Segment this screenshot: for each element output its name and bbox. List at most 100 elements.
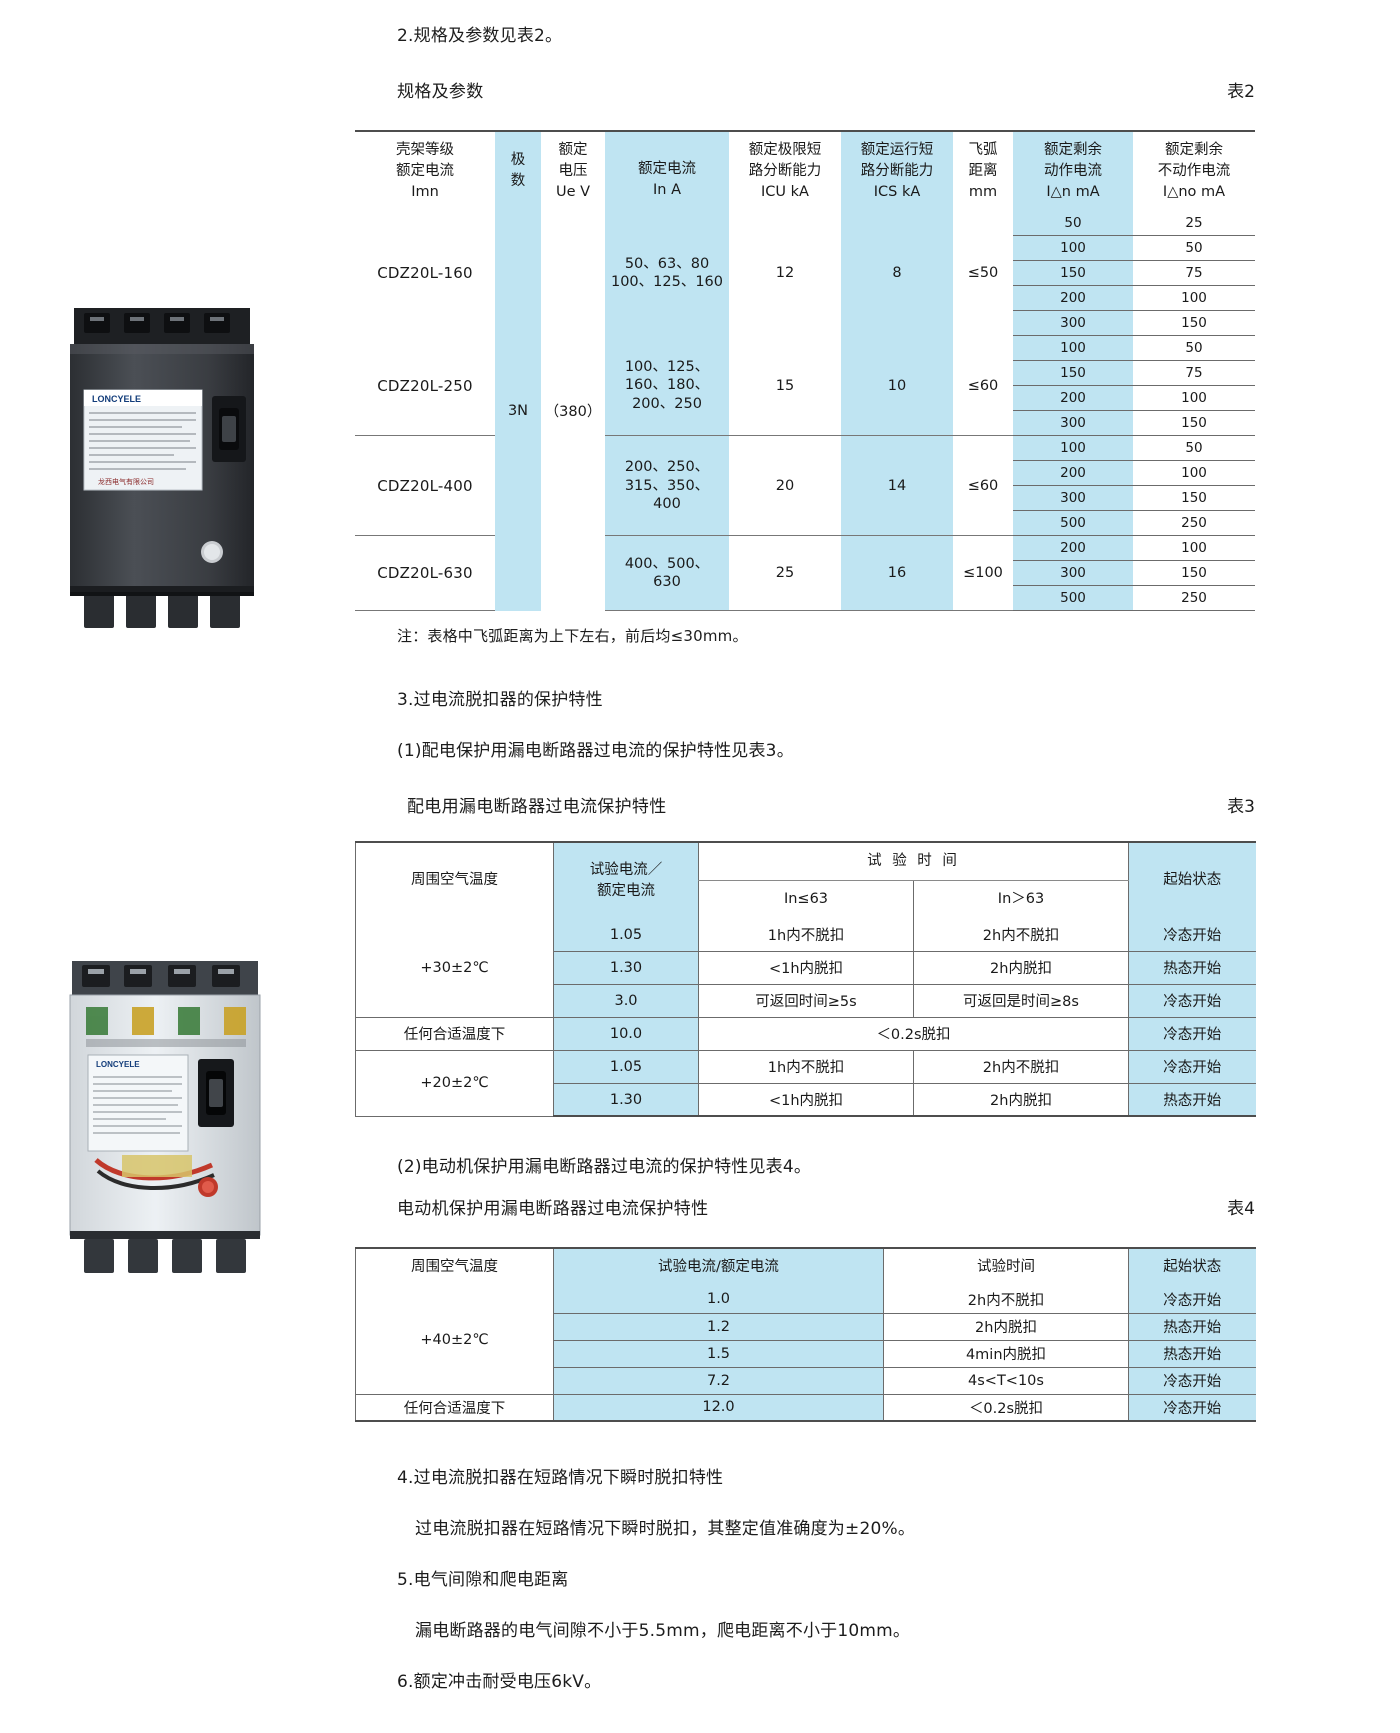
cell-rated-current: 100、125、160、180、200、250 bbox=[605, 335, 729, 437]
cell-residual-operating: 150 bbox=[1013, 360, 1133, 387]
cell-current-ratio: 1.0 bbox=[553, 1286, 884, 1314]
cell-arc-distance: ≤60 bbox=[953, 435, 1013, 537]
cell-residual-non-operating: 100 bbox=[1133, 460, 1255, 487]
cell-residual-non-operating: 250 bbox=[1133, 510, 1255, 537]
distribution-protection-table: 周围空气温度 试验电流／ 额定电流 试 验 时 间 起始状态 In≤63 In＞… bbox=[355, 841, 1256, 1118]
th4-start: 起始状态 bbox=[1128, 1248, 1256, 1287]
cell-icu: 25 bbox=[729, 535, 841, 612]
cell-current-ratio: 10.0 bbox=[553, 1017, 699, 1051]
cell-residual-operating: 200 bbox=[1013, 460, 1133, 487]
th-ics: 额定运行短 路分断能力 ICS kA bbox=[841, 130, 953, 211]
th-residual-non-operating: 额定剩余 不动作电流 I△no mA bbox=[1157, 141, 1231, 200]
cell-trip-time: 4min内脱扣 bbox=[883, 1340, 1129, 1368]
product-photo-cdz20l-molded-case: LONCYELE 龙西电气有限公司 bbox=[70, 308, 254, 628]
cell-trip-time-le63: 1h内不脱扣 bbox=[698, 1050, 914, 1084]
cell-current-ratio: 1.30 bbox=[553, 951, 699, 985]
cell-residual-non-operating: 50 bbox=[1133, 235, 1255, 262]
th-poles: 极 数 bbox=[495, 130, 541, 211]
cell-residual-operating: 500 bbox=[1013, 585, 1133, 612]
cell-residual-operating: 200 bbox=[1013, 385, 1133, 412]
cell-initial-state: 热态开始 bbox=[1128, 1340, 1256, 1368]
cell-residual-non-operating: 50 bbox=[1133, 335, 1255, 362]
table2-caption: 规格及参数 bbox=[397, 81, 484, 102]
cell-temperature: +40±2℃ bbox=[355, 1286, 554, 1395]
cell-temperature: 任何合适温度下 bbox=[355, 1394, 554, 1423]
cell-residual-non-operating: 75 bbox=[1133, 360, 1255, 387]
cell-temperature: 任何合适温度下 bbox=[355, 1017, 554, 1051]
cell-initial-state: 冷态开始 bbox=[1128, 1286, 1256, 1314]
cell-residual-operating: 150 bbox=[1013, 260, 1133, 287]
cell-residual-non-operating: 75 bbox=[1133, 260, 1255, 287]
cell-ics: 8 bbox=[841, 210, 953, 336]
photo-brand-label-2: LONCYELE bbox=[96, 1060, 140, 1069]
section3-line2: (1)配电保护用漏电断路器过电流的保护特性见表3。 bbox=[397, 741, 794, 762]
footer-line-3: 5.电气间隙和爬电距离 bbox=[397, 1569, 569, 1590]
table4-caption: 电动机保护用漏电断路器过电流保护特性 bbox=[397, 1199, 709, 1220]
cell-initial-state: 冷态开始 bbox=[1128, 918, 1256, 952]
cell-residual-non-operating: 150 bbox=[1133, 310, 1255, 337]
cell-residual-non-operating: 150 bbox=[1133, 560, 1255, 587]
cell-model: CDZ20L-160 bbox=[377, 264, 473, 283]
cell-arc-distance: ≤50 bbox=[967, 265, 999, 282]
cell-current-ratio: 3.0 bbox=[553, 984, 699, 1018]
cell-poles: 3N bbox=[495, 210, 541, 611]
cell-trip-time-gt63: 可返回是时间≥8s bbox=[912, 984, 1129, 1018]
cell-trip-time-le63: 1h内不脱扣 bbox=[698, 918, 914, 952]
cell-residual-operating: 300 bbox=[1013, 485, 1133, 512]
cell-residual-operating: 500 bbox=[1013, 510, 1133, 537]
th4-time: 试验时间 bbox=[883, 1248, 1129, 1287]
th-voltage: 额定 电压 Ue V bbox=[555, 141, 591, 200]
th-rated-current: 额定电流 In A bbox=[605, 130, 729, 211]
cell-model: CDZ20L-630 bbox=[355, 535, 495, 612]
cell-trip-time-merged: ＜0.2s脱扣 bbox=[697, 1017, 1129, 1051]
table4-caption-row: 电动机保护用漏电断路器过电流保护特性 表4 bbox=[355, 1194, 1255, 1219]
th-frame-rating: 壳架等级 额定电流 Imn bbox=[396, 141, 454, 200]
cell-residual-non-operating: 150 bbox=[1133, 410, 1255, 437]
th3-time-le: In≤63 bbox=[698, 880, 914, 919]
th4-temp: 周围空气温度 bbox=[355, 1248, 554, 1287]
cell-initial-state: 热态开始 bbox=[1128, 1083, 1256, 1118]
footer-line-1: 4.过电流脱扣器在短路情况下瞬时脱扣特性 bbox=[397, 1468, 724, 1489]
cell-rated-current: 400、500、630 bbox=[605, 535, 729, 612]
cell-initial-state: 热态开始 bbox=[1128, 1313, 1256, 1341]
cell-current-ratio: 7.2 bbox=[553, 1367, 884, 1395]
cell-arc-distance: ≤100 bbox=[953, 535, 1013, 612]
cell-current-ratio: 1.05 bbox=[553, 918, 699, 952]
th3-ratio: 试验电流／ 额定电流 bbox=[553, 842, 699, 919]
th-residual-operating: 额定剩余 动作电流 I△n mA bbox=[1013, 130, 1133, 211]
product-photo-cdz20l-transparent-cover: LONCYELE bbox=[69, 961, 261, 1273]
cell-initial-state: 冷态开始 bbox=[1128, 1367, 1256, 1395]
cell-residual-non-operating: 25 bbox=[1133, 210, 1255, 237]
section4-line1: (2)电动机保护用漏电断路器过电流的保护特性见表4。 bbox=[397, 1157, 812, 1178]
cell-initial-state: 冷态开始 bbox=[1128, 984, 1256, 1018]
cell-trip-time-gt63: 2h内脱扣 bbox=[912, 1083, 1129, 1118]
cell-residual-non-operating: 100 bbox=[1133, 385, 1255, 412]
cell-residual-non-operating: 150 bbox=[1133, 485, 1255, 512]
cell-residual-non-operating: 250 bbox=[1133, 585, 1255, 612]
cell-trip-time-gt63: 2h内不脱扣 bbox=[912, 1050, 1129, 1084]
cell-residual-operating: 50 bbox=[1013, 210, 1133, 237]
table2-number: 表2 bbox=[1227, 81, 1255, 102]
cell-initial-state: 冷态开始 bbox=[1128, 1394, 1256, 1423]
table4-number: 表4 bbox=[1227, 1199, 1255, 1220]
photo-brand-label: LONCYELE bbox=[92, 394, 141, 404]
